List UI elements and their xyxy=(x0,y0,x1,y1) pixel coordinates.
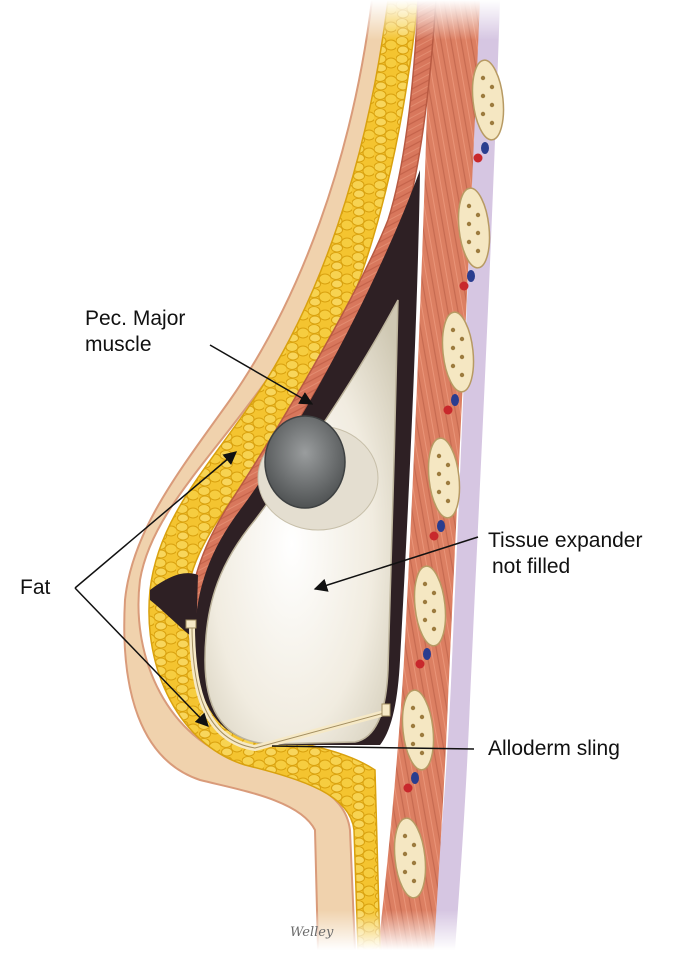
intercostal-vein xyxy=(437,520,445,532)
rib-marrow-dot xyxy=(420,751,424,755)
rib-marrow-dot xyxy=(420,715,424,719)
rib-marrow-dot xyxy=(446,499,450,503)
rib-marrow-dot xyxy=(467,222,471,226)
rib-marrow-dot xyxy=(481,94,485,98)
rib-marrow-dot xyxy=(423,600,427,604)
label-pec-major: Pec. Major muscle xyxy=(85,306,185,358)
rib-marrow-dot xyxy=(437,472,441,476)
artist-signature: Welley xyxy=(290,925,333,940)
intercostal-artery xyxy=(430,532,439,541)
intercostal-vein xyxy=(467,270,475,282)
rib-marrow-dot xyxy=(420,733,424,737)
rib-marrow-dot xyxy=(476,231,480,235)
rib-marrow-dot xyxy=(476,249,480,253)
rib-marrow-dot xyxy=(451,364,455,368)
intercostal-vein xyxy=(481,142,489,154)
rib-marrow-dot xyxy=(432,609,436,613)
rib-marrow-dot xyxy=(481,112,485,116)
rib-marrow-dot xyxy=(432,627,436,631)
label-tissue-expander-line1: Tissue expander xyxy=(488,528,642,554)
rib-marrow-dot xyxy=(446,481,450,485)
label-tissue-expander: Tissue expander not filled xyxy=(488,528,642,580)
sling-suture-top xyxy=(186,620,196,628)
label-alloderm-sling: Alloderm sling xyxy=(488,736,620,762)
rib-marrow-dot xyxy=(460,373,464,377)
label-tissue-expander-line2: not filled xyxy=(488,554,642,580)
rib-marrow-dot xyxy=(460,337,464,341)
rib-marrow-dot xyxy=(451,328,455,332)
rib-marrow-dot xyxy=(446,463,450,467)
injection-port xyxy=(265,416,345,508)
rib-marrow-dot xyxy=(451,346,455,350)
rib-marrow-dot xyxy=(467,204,471,208)
rib-marrow-dot xyxy=(490,85,494,89)
rib-marrow-dot xyxy=(460,355,464,359)
rib-marrow-dot xyxy=(437,454,441,458)
rib-marrow-dot xyxy=(423,582,427,586)
rib-marrow-dot xyxy=(467,240,471,244)
rib-marrow-dot xyxy=(476,213,480,217)
rib-marrow-dot xyxy=(403,834,407,838)
rib-marrow-dot xyxy=(411,742,415,746)
rib-marrow-dot xyxy=(411,706,415,710)
intercostal-artery xyxy=(444,406,453,415)
intercostal-artery xyxy=(460,282,469,291)
label-pec-major-line1: Pec. Major xyxy=(85,306,185,332)
rib-marrow-dot xyxy=(432,591,436,595)
top-fade xyxy=(300,0,540,40)
label-pec-major-line2: muscle xyxy=(85,332,185,358)
rib-marrow-dot xyxy=(403,852,407,856)
intercostal-vein xyxy=(411,772,419,784)
rib-marrow-dot xyxy=(412,843,416,847)
intercostal-vein xyxy=(423,648,431,660)
rib-marrow-dot xyxy=(412,879,416,883)
bottom-fade xyxy=(300,910,540,950)
rib-marrow-dot xyxy=(411,724,415,728)
intercostal-artery xyxy=(404,784,413,793)
rib-marrow-dot xyxy=(490,103,494,107)
intercostal-artery xyxy=(416,660,425,669)
rib-marrow-dot xyxy=(481,76,485,80)
rib-marrow-dot xyxy=(437,490,441,494)
intercostal-artery xyxy=(474,154,483,163)
rib-marrow-dot xyxy=(423,618,427,622)
rib-marrow-dot xyxy=(412,861,416,865)
label-fat: Fat xyxy=(20,575,50,601)
rib-marrow-dot xyxy=(490,121,494,125)
rib-marrow-dot xyxy=(403,870,407,874)
sling-suture-bottom xyxy=(382,704,390,716)
intercostal-vein xyxy=(451,394,459,406)
